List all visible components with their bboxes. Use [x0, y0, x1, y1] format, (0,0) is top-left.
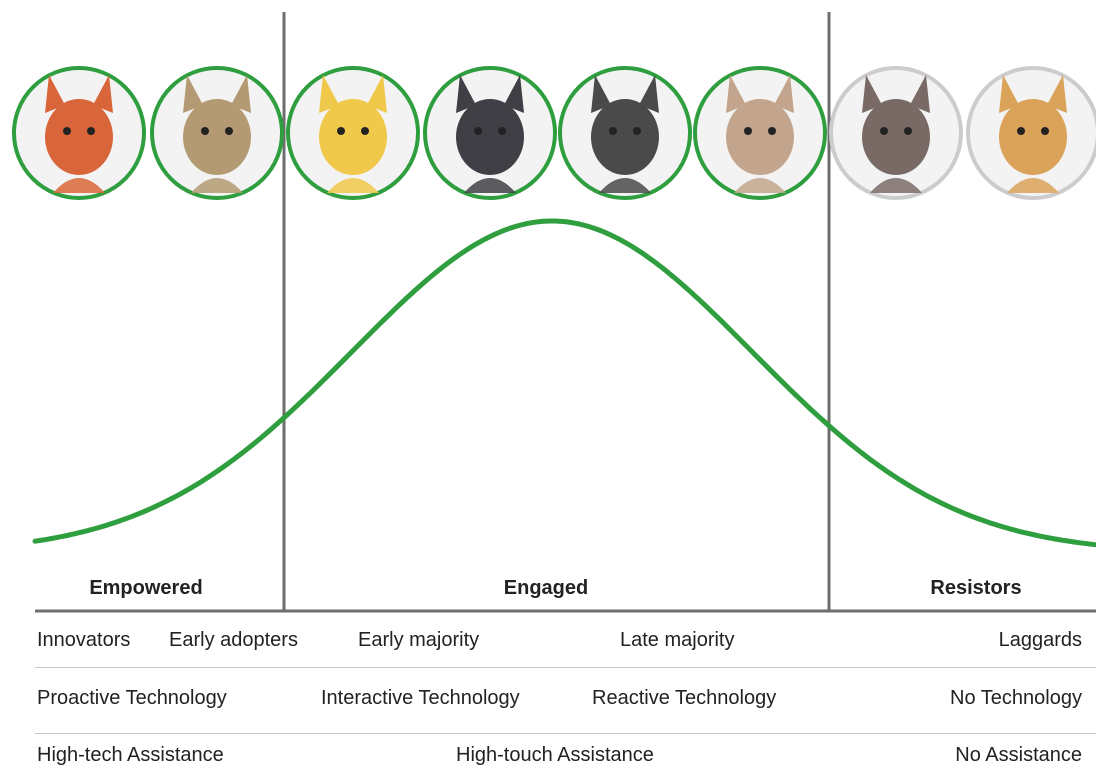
label-high-tech-assistance: High-tech Assistance [37, 744, 224, 766]
horse-avatar [829, 66, 963, 200]
table-rule-1 [35, 667, 1096, 668]
label-late-majority: Late majority [620, 629, 735, 651]
kangaroo-avatar [150, 66, 284, 200]
table-rule-2 [35, 733, 1096, 734]
label-no-assistance: No Assistance [955, 744, 1082, 766]
label-interactive-technology: Interactive Technology [321, 687, 520, 709]
header-engaged: Engaged [503, 577, 589, 599]
adoption-bell-curve [32, 218, 1096, 548]
loon-avatar [423, 66, 557, 200]
label-early-majority: Early majority [358, 629, 480, 651]
lion-avatar [12, 66, 146, 200]
label-high-touch-assistance: High-touch Assistance [456, 744, 654, 766]
cat-avatar [693, 66, 827, 200]
label-reactive-technology: Reactive Technology [592, 687, 777, 709]
label-early-adopters: Early adopters [169, 629, 298, 651]
avatar-row [12, 66, 1096, 200]
ant-avatar [558, 66, 692, 200]
bee-avatar [286, 66, 420, 200]
label-innovators: Innovators [37, 629, 131, 651]
header-empowered: Empowered [89, 577, 203, 599]
label-proactive-technology: Proactive Technology [37, 687, 227, 709]
label-no-technology: No Technology [950, 687, 1082, 709]
label-laggards: Laggards [998, 629, 1082, 651]
camel-avatar [966, 66, 1096, 200]
header-resistors: Resistors [930, 577, 1022, 599]
